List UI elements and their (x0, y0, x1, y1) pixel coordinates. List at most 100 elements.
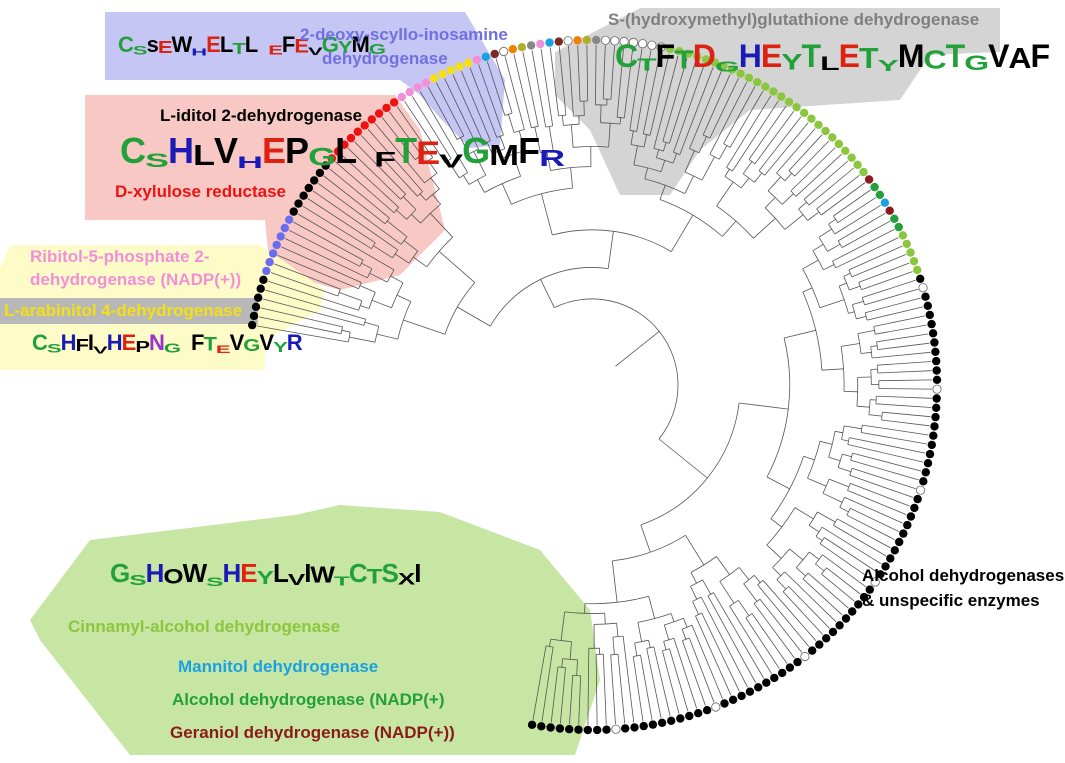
tree-branch (879, 389, 932, 390)
tree-branch (842, 454, 851, 457)
tree-branch (784, 330, 816, 338)
deoxy-label-line1: 2-deoxy-scyllo-inosamine (300, 25, 508, 45)
tree-branch (829, 457, 841, 461)
tree-tip (930, 338, 938, 346)
tree-branch (852, 468, 916, 488)
tree-branch (773, 568, 781, 576)
tree-branch (852, 301, 863, 304)
tree-branch (850, 508, 899, 531)
tree-tip (422, 79, 430, 87)
tree-branch (877, 362, 931, 366)
tree-branch (817, 175, 860, 209)
tree-tip (667, 717, 675, 725)
tree-branch (502, 184, 511, 205)
tree-branch (804, 456, 815, 460)
tree-branch (749, 106, 786, 159)
tree-branch (685, 176, 694, 194)
tree-tip (835, 621, 843, 629)
tree-branch (817, 512, 835, 522)
tree-tip (761, 83, 769, 91)
tree-branch (796, 154, 842, 196)
tree-branch (789, 586, 830, 628)
tree-branch (858, 330, 875, 333)
mannitol-label: Mannitol dehydrogenase (178, 657, 378, 677)
ribitol-label-line2: dehydrogenase (NADP(+)) (30, 270, 241, 290)
logo-letter: E (122, 330, 136, 356)
tree-branch (654, 647, 670, 716)
tree-tip (903, 240, 911, 248)
tree-tip (931, 348, 939, 356)
tree-branch (838, 198, 876, 223)
tree-branch (823, 493, 842, 502)
tree-branch (844, 426, 862, 429)
logo-letter: P (285, 130, 308, 172)
logo-letter: A (1008, 42, 1030, 75)
tree-branch (790, 549, 803, 560)
tree-tip (612, 725, 620, 733)
logo-letter: H (168, 130, 193, 172)
tree-branch (809, 168, 854, 205)
logo-letter: F (656, 38, 675, 75)
tree-branch (613, 637, 615, 654)
tree-branch (841, 344, 860, 347)
tree-branch (682, 629, 686, 639)
tree-branch (785, 215, 803, 230)
tree-tip (257, 285, 265, 293)
tree-tip (848, 607, 856, 615)
tree-tip (913, 495, 921, 503)
tree-branch (743, 162, 752, 174)
tree-branch (872, 352, 930, 358)
tree-branch (477, 180, 484, 193)
logo-letter: H (222, 558, 240, 589)
tree-tip (808, 646, 816, 654)
tree-branch (828, 244, 841, 251)
tree-branch (878, 371, 932, 373)
tree-branch (463, 175, 469, 184)
tree-branch (799, 202, 807, 209)
tree-branch (809, 526, 819, 532)
tree-tip (712, 703, 720, 711)
geraniol-label: Geraniol dehydrogenase (NADP(+)) (170, 723, 455, 743)
tree-branch (754, 575, 760, 582)
tree-branch (691, 572, 697, 583)
tree-branch (722, 221, 736, 237)
tree-tip (252, 303, 260, 311)
tree-branch (633, 657, 643, 722)
tree-tip (556, 724, 564, 732)
logo-letter: C (349, 558, 367, 589)
tree-branch (649, 640, 651, 647)
tree-tip (527, 41, 535, 49)
tree-tip (584, 726, 592, 734)
tree-branch (457, 307, 490, 326)
tree-branch (820, 300, 844, 308)
logo-letter: Y (878, 57, 898, 76)
tree-tip (870, 183, 878, 191)
tree-branch (720, 581, 734, 603)
tree-tip (269, 249, 277, 257)
logo-letter: G (164, 340, 180, 356)
logo-letter: L (220, 32, 232, 58)
logo-letter: R (539, 145, 564, 172)
tree-tip (658, 719, 666, 727)
tree-tip (537, 722, 545, 730)
tree-tip (927, 320, 935, 328)
tree-branch (671, 614, 674, 622)
tree-branch (850, 483, 909, 506)
tree-branch (360, 286, 375, 293)
logo-letter: H (146, 558, 164, 589)
tree-branch (862, 425, 928, 435)
tree-branch (808, 212, 819, 221)
tree-tip (491, 50, 499, 58)
tree-tip (769, 87, 777, 95)
tree-tip (754, 683, 762, 691)
tree-branch (641, 525, 651, 552)
tree-branch (876, 396, 931, 398)
tree-branch (684, 618, 688, 627)
logo-letter: E (416, 134, 439, 172)
tree-branch (819, 229, 832, 237)
tree-tip (847, 154, 855, 162)
tree-branch (754, 173, 762, 182)
tree-branch (822, 527, 881, 564)
